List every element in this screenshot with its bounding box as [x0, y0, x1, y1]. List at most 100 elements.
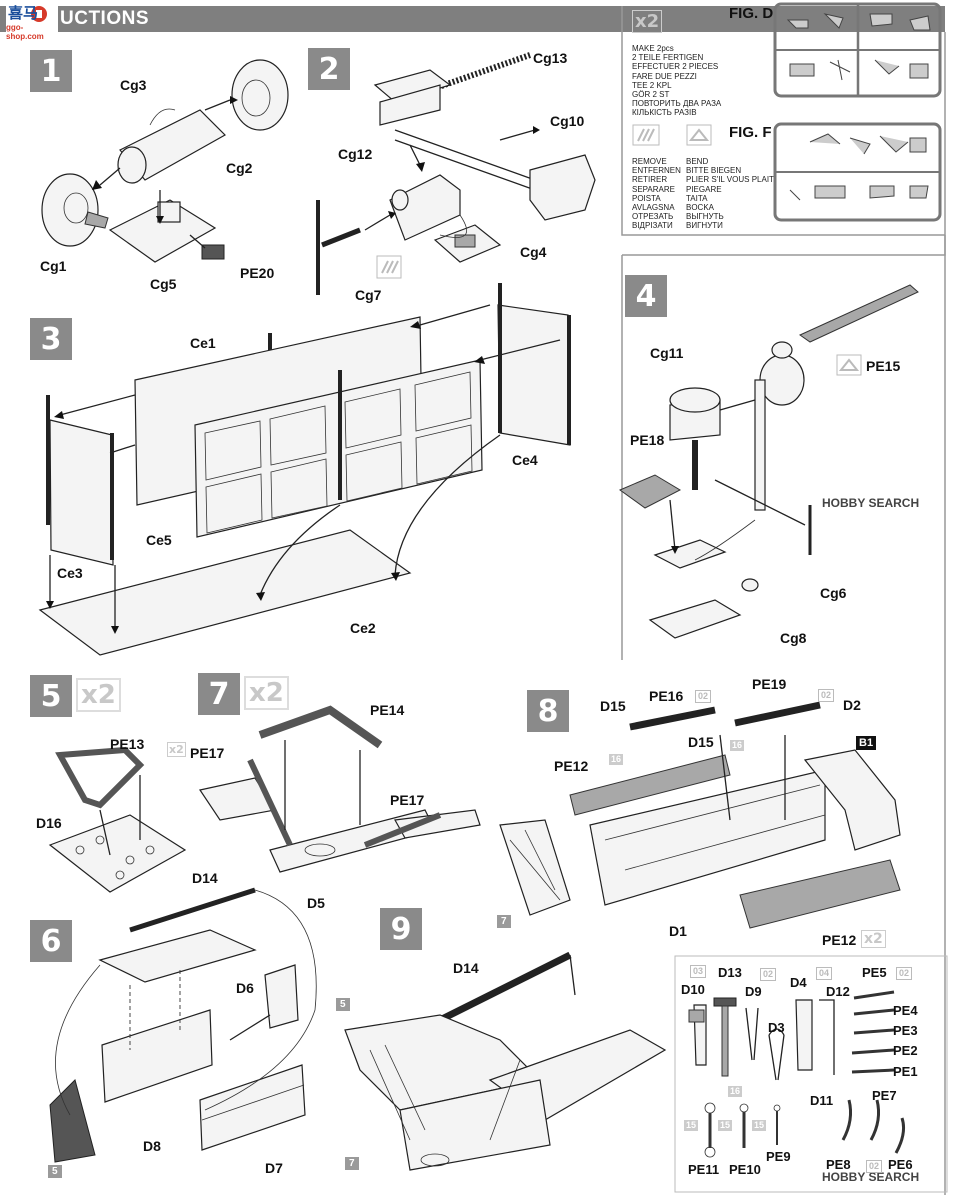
- ref-step-7-tag: 7: [345, 1157, 359, 1170]
- label-d12: D12: [826, 984, 850, 999]
- label-pe3: PE3: [893, 1023, 918, 1038]
- logo-url: ggo-shop.com: [6, 23, 44, 41]
- instruction-line: AVLAGSNA: [632, 203, 675, 213]
- label-cg11: Cg11: [650, 345, 684, 361]
- page-title: UCTIONS: [60, 8, 149, 29]
- instruction-line: TEE 2 KPL: [632, 80, 672, 90]
- label-pe8: PE8: [826, 1157, 851, 1172]
- ref-step-5-tag: 5: [336, 998, 350, 1011]
- label-pe2: PE2: [893, 1043, 918, 1058]
- shop-logo: 喜马 ggo-shop.com: [6, 2, 58, 41]
- label-pe6: PE6: [888, 1157, 913, 1172]
- instruction-line: ENTFERNEN: [632, 166, 681, 176]
- pliers-icon: [745, 1007, 759, 1061]
- step-7-diagram: [199, 705, 481, 873]
- label-cg1: Cg1: [40, 258, 67, 274]
- bend-icon: [686, 124, 712, 146]
- ref-step-5-tag: 5: [48, 1165, 62, 1178]
- step-4-number: 4: [625, 275, 667, 317]
- label-cg12: Cg12: [338, 146, 373, 162]
- label-d6: D6: [236, 980, 254, 996]
- label-d16: D16: [36, 815, 62, 831]
- qty-badge: 04: [816, 967, 833, 980]
- d8-tray: [101, 1009, 213, 1103]
- label-cg2: Cg2: [226, 160, 253, 176]
- label-pe4: PE4: [893, 1003, 918, 1018]
- step-8-diagram: [499, 701, 901, 929]
- grinding-wheel-right: [231, 59, 289, 131]
- instruction-line: SEPARARE: [632, 184, 675, 194]
- label-ce4: Ce4: [512, 452, 538, 468]
- instruction-line: PIEGARE: [686, 184, 722, 194]
- ring-wrench-icon: [704, 1102, 781, 1158]
- d14-rod: [428, 951, 572, 1029]
- tools-panel: [674, 955, 948, 1193]
- label-d14: D14: [453, 960, 479, 976]
- pe12-panel-bottom: [739, 859, 901, 929]
- step-5-number: 5: [30, 675, 72, 717]
- instruction-line: КІЛЬКІСТЬ РАЗІВ: [632, 108, 697, 118]
- label-pe18: PE18: [630, 432, 665, 448]
- step-8-number: 8: [527, 690, 569, 732]
- pe17-multiplier: x2: [167, 742, 186, 757]
- instruction-line: ВИГНУТИ: [686, 221, 723, 231]
- step-2-number: 2: [308, 48, 350, 90]
- open-wrench-icon: [841, 1099, 905, 1154]
- instruction-line: FARE DUE PEZZI: [632, 71, 697, 81]
- instruction-line: ПОВТОРИТЬ ДВА РАЗА: [632, 99, 722, 109]
- side-panel-right: [497, 304, 571, 446]
- qty-badge: 16: [609, 754, 624, 765]
- cutters-icon: [768, 1034, 785, 1081]
- label-d7: D7: [265, 1160, 283, 1176]
- step-4-diagram: [618, 284, 919, 639]
- qty-badge: 02: [818, 689, 835, 702]
- label-cg10: Cg10: [550, 113, 585, 129]
- instruction-line: GÖR 2 ST: [632, 90, 670, 100]
- pe12-multiplier: x2: [861, 930, 886, 948]
- qty-badge: 16: [730, 740, 745, 751]
- grinding-wheel-left: [41, 173, 99, 247]
- label-d8: D8: [143, 1138, 161, 1154]
- label-d15: D15: [688, 734, 714, 750]
- label-pe9: PE9: [766, 1149, 791, 1164]
- step-5-multiplier: x2: [76, 678, 121, 712]
- label-pe12: PE12: [822, 932, 857, 948]
- label-pe17: PE17: [190, 745, 225, 761]
- step-6-diagram: [49, 887, 317, 1163]
- label-cg8: Cg8: [780, 630, 807, 646]
- header-bar: [0, 6, 945, 32]
- label-pe12: PE12: [554, 758, 589, 774]
- step-9-number: 9: [380, 908, 422, 950]
- label-ce2: Ce2: [350, 620, 376, 636]
- label-d9: D9: [745, 984, 762, 999]
- label-pe13: PE13: [110, 736, 145, 752]
- label-pe11: PE11: [688, 1162, 720, 1177]
- label-cg13: Cg13: [533, 50, 568, 66]
- label-d5: D5: [307, 895, 325, 911]
- label-pe14: PE14: [370, 702, 405, 718]
- d1-box: [589, 769, 826, 906]
- side-panel-left: [49, 419, 114, 566]
- fig-d-title: FIG. D: [729, 5, 774, 22]
- instruction-line: PLIER S'IL VOUS PLAIT: [686, 175, 774, 185]
- label-cg5: Cg5: [150, 276, 177, 292]
- hex-key-icon: [819, 999, 835, 1075]
- qty-badge: 02: [896, 967, 913, 980]
- label-d13: D13: [718, 965, 742, 980]
- ref-b1-tag: B1: [856, 736, 877, 750]
- fig-f-title: FIG. F: [729, 124, 772, 141]
- label-d1: D1: [669, 923, 687, 939]
- watermark-text: HOBBY SEARCH: [822, 1170, 920, 1184]
- step-7-number: 7: [198, 673, 240, 715]
- label-cg4: Cg4: [520, 244, 547, 260]
- label-ce5: Ce5: [146, 532, 172, 548]
- instruction-line: ОТРЕЗАТЬ: [632, 212, 674, 222]
- hammer-icon: [713, 997, 737, 1007]
- instruction-line: ВІДРІЗАТИ: [632, 221, 673, 231]
- step-1-number: 1: [30, 50, 72, 92]
- pe20-plate: [201, 244, 225, 260]
- pe18-plate: [618, 474, 682, 509]
- label-d2: D2: [843, 697, 861, 713]
- instruction-line: EFFECTUER 2 PIECES: [632, 62, 719, 72]
- vise-jaw: [529, 154, 596, 221]
